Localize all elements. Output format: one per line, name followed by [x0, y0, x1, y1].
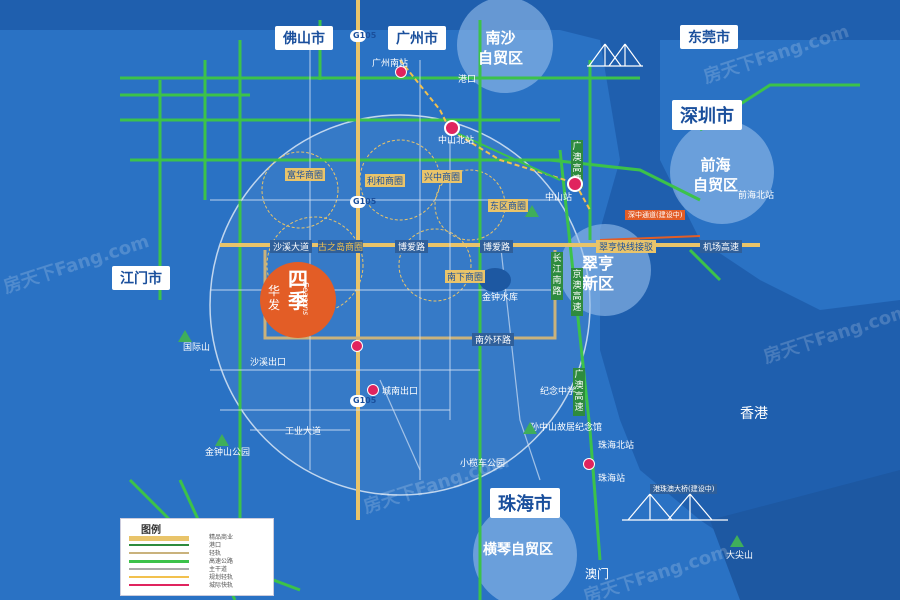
- road-boai-2: 博爱路: [480, 240, 514, 253]
- park-icon: [215, 434, 229, 446]
- place-gangkou: 港口: [458, 75, 477, 85]
- place-lihe: 利和商圈: [365, 174, 406, 187]
- project-logo: 四季 华发 Seasons: [260, 262, 336, 338]
- place-jinzhongshan: 金钟山公园: [205, 448, 251, 458]
- city-macau: 澳门: [585, 567, 610, 581]
- bridge-icon: [622, 493, 728, 521]
- place-chengnan-exit: 城南出口: [382, 387, 419, 397]
- park-icon: [178, 330, 192, 342]
- bridge-icon: [587, 43, 643, 67]
- place-zhongshan-station: 中山站: [545, 193, 573, 203]
- hengqin-circle: [473, 503, 577, 600]
- place-dajian: 大尖山: [726, 551, 754, 561]
- mountain-icon: [730, 535, 744, 547]
- exit-chengnan: [367, 384, 379, 396]
- zone-hengqin: 横琴自贸区: [483, 542, 553, 558]
- sea-south: [710, 470, 900, 600]
- city-guangzhou: 广州市: [388, 26, 446, 50]
- exit-zhuhai: [583, 458, 595, 470]
- city-shenzhen: 深圳市: [672, 100, 742, 130]
- city-jiangmen: 江门市: [112, 266, 170, 290]
- exit-guangzhou-south: [395, 66, 407, 78]
- road-cuiheng-link: 翠亨快线接驳: [596, 240, 657, 253]
- place-guangzhou-south: 广州南站: [372, 59, 409, 69]
- legend-row: 港口: [129, 541, 269, 549]
- place-jinzhong: 金钟水库: [482, 293, 519, 303]
- place-jijin: 纪念中学: [540, 387, 577, 397]
- road-shaxi: 沙溪大道: [270, 240, 313, 253]
- road-boai: 博爱路: [395, 240, 429, 253]
- place-zhuhai-north: 珠海北站: [598, 441, 635, 451]
- place-zhuhai-station: 珠海站: [598, 474, 626, 484]
- badge-g105-top: G105: [350, 30, 376, 42]
- project-en: Seasons: [301, 282, 310, 316]
- zone-qianhai: 前海 自贸区: [693, 156, 739, 194]
- road-gongye: 工业大道: [285, 427, 322, 437]
- place-qianhai-sta: 前海北站: [738, 191, 775, 201]
- exit-shaxi: [351, 340, 363, 352]
- city-dongguan: 东莞市: [680, 25, 738, 49]
- legend-row: 高速公路: [129, 557, 269, 565]
- place-guobian: 国际山: [183, 343, 211, 353]
- map-legend: 图例 精品商业 港口 轻轨 高速公路 主干道 规划轻轨 城际快轨: [120, 518, 274, 596]
- place-nanxia: 南下商圈: [445, 270, 486, 283]
- park-icon: [523, 422, 537, 434]
- park-icon: [525, 205, 539, 217]
- legend-title: 图例: [141, 525, 161, 536]
- place-xingzhong: 兴中商圈: [422, 170, 463, 183]
- city-hongkong: 香港: [740, 406, 768, 422]
- metro-zhongshan-north: [444, 120, 460, 136]
- legend-row: 城际快轨: [129, 581, 269, 589]
- project-brand: 华发: [268, 284, 281, 312]
- zone-nansha: 南沙 自贸区: [478, 29, 524, 67]
- city-foshan: 佛山市: [275, 26, 333, 50]
- legend-row: 主干道: [129, 565, 269, 573]
- place-fuhua: 富华商圈: [285, 168, 326, 181]
- place-shaxi-exit: 沙溪出口: [250, 358, 287, 368]
- place-jinyu: 古之岛商圈: [318, 240, 364, 253]
- legend-row: 轻轨: [129, 549, 269, 557]
- badge-g105-bot: G105: [350, 395, 376, 407]
- road-jingao: 京澳高速: [571, 268, 583, 316]
- project-name: 四季: [288, 267, 308, 313]
- road-changjiang: 长江南路: [551, 252, 563, 300]
- place-zhongshan-north: 中山北站: [438, 136, 475, 146]
- place-xiaolan: 小榄车公园: [460, 459, 506, 469]
- badge-g105-mid: G105: [350, 196, 376, 208]
- place-sunyat: 孙中山故居纪念馆: [530, 423, 603, 433]
- road-nanwai: 南外环路: [472, 333, 515, 346]
- legend-row: 精品商业: [129, 533, 269, 541]
- road-gangzhuao: 港珠澳大桥(建设中): [650, 484, 718, 494]
- place-dongqu: 东区商圈: [488, 199, 529, 212]
- zone-cuiheng: 翠亨 新区: [582, 254, 615, 293]
- road-shenzhong: 深中通道(建设中): [625, 210, 686, 220]
- road-guangao-2: 广澳高速: [573, 368, 585, 416]
- metro-zhongshan-station: [567, 176, 583, 192]
- city-zhuhai: 珠海市: [490, 488, 560, 518]
- legend-row: 规划轻轨: [129, 573, 269, 581]
- road-airport: 机场高速: [700, 240, 743, 253]
